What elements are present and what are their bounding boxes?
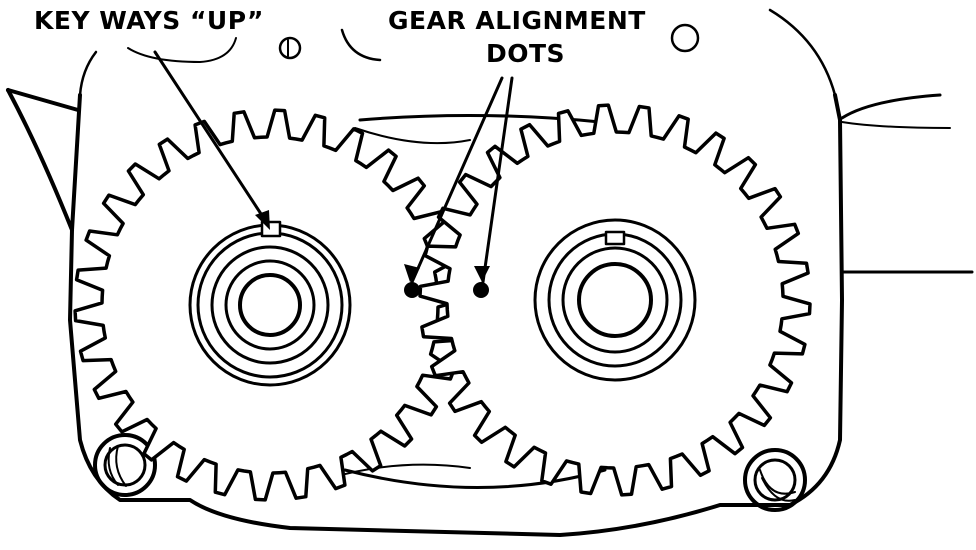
drive-gear-left bbox=[73, 108, 467, 502]
right-gear-teeth bbox=[418, 103, 812, 497]
leader-lines bbox=[153, 50, 514, 284]
right-keyway bbox=[604, 230, 626, 246]
bolt-hole-right bbox=[743, 448, 807, 512]
driven-gear-right bbox=[418, 103, 812, 497]
alignment-dot-right bbox=[473, 282, 489, 298]
alignment-leader-line-left bbox=[410, 76, 504, 284]
alignment-dot-left bbox=[404, 282, 420, 298]
keyway-arrowhead bbox=[255, 210, 270, 230]
leader-arrowheads bbox=[255, 210, 490, 282]
alignment-leader-line-right bbox=[481, 76, 514, 284]
right-gear-hub bbox=[533, 218, 697, 382]
alignment-arrowhead-right bbox=[474, 266, 490, 282]
alignment-arrowhead-left bbox=[404, 264, 420, 282]
keyway-leader-line bbox=[153, 50, 267, 222]
gear-alignment-label-line2: DOTS bbox=[486, 39, 565, 68]
keyways-up-label: KEY WAYS “UP” bbox=[34, 6, 264, 35]
bolt-hole-left bbox=[93, 433, 157, 497]
gear-alignment-label-line1: GEAR ALIGNMENT bbox=[388, 6, 646, 35]
left-gear-teeth bbox=[73, 108, 467, 502]
